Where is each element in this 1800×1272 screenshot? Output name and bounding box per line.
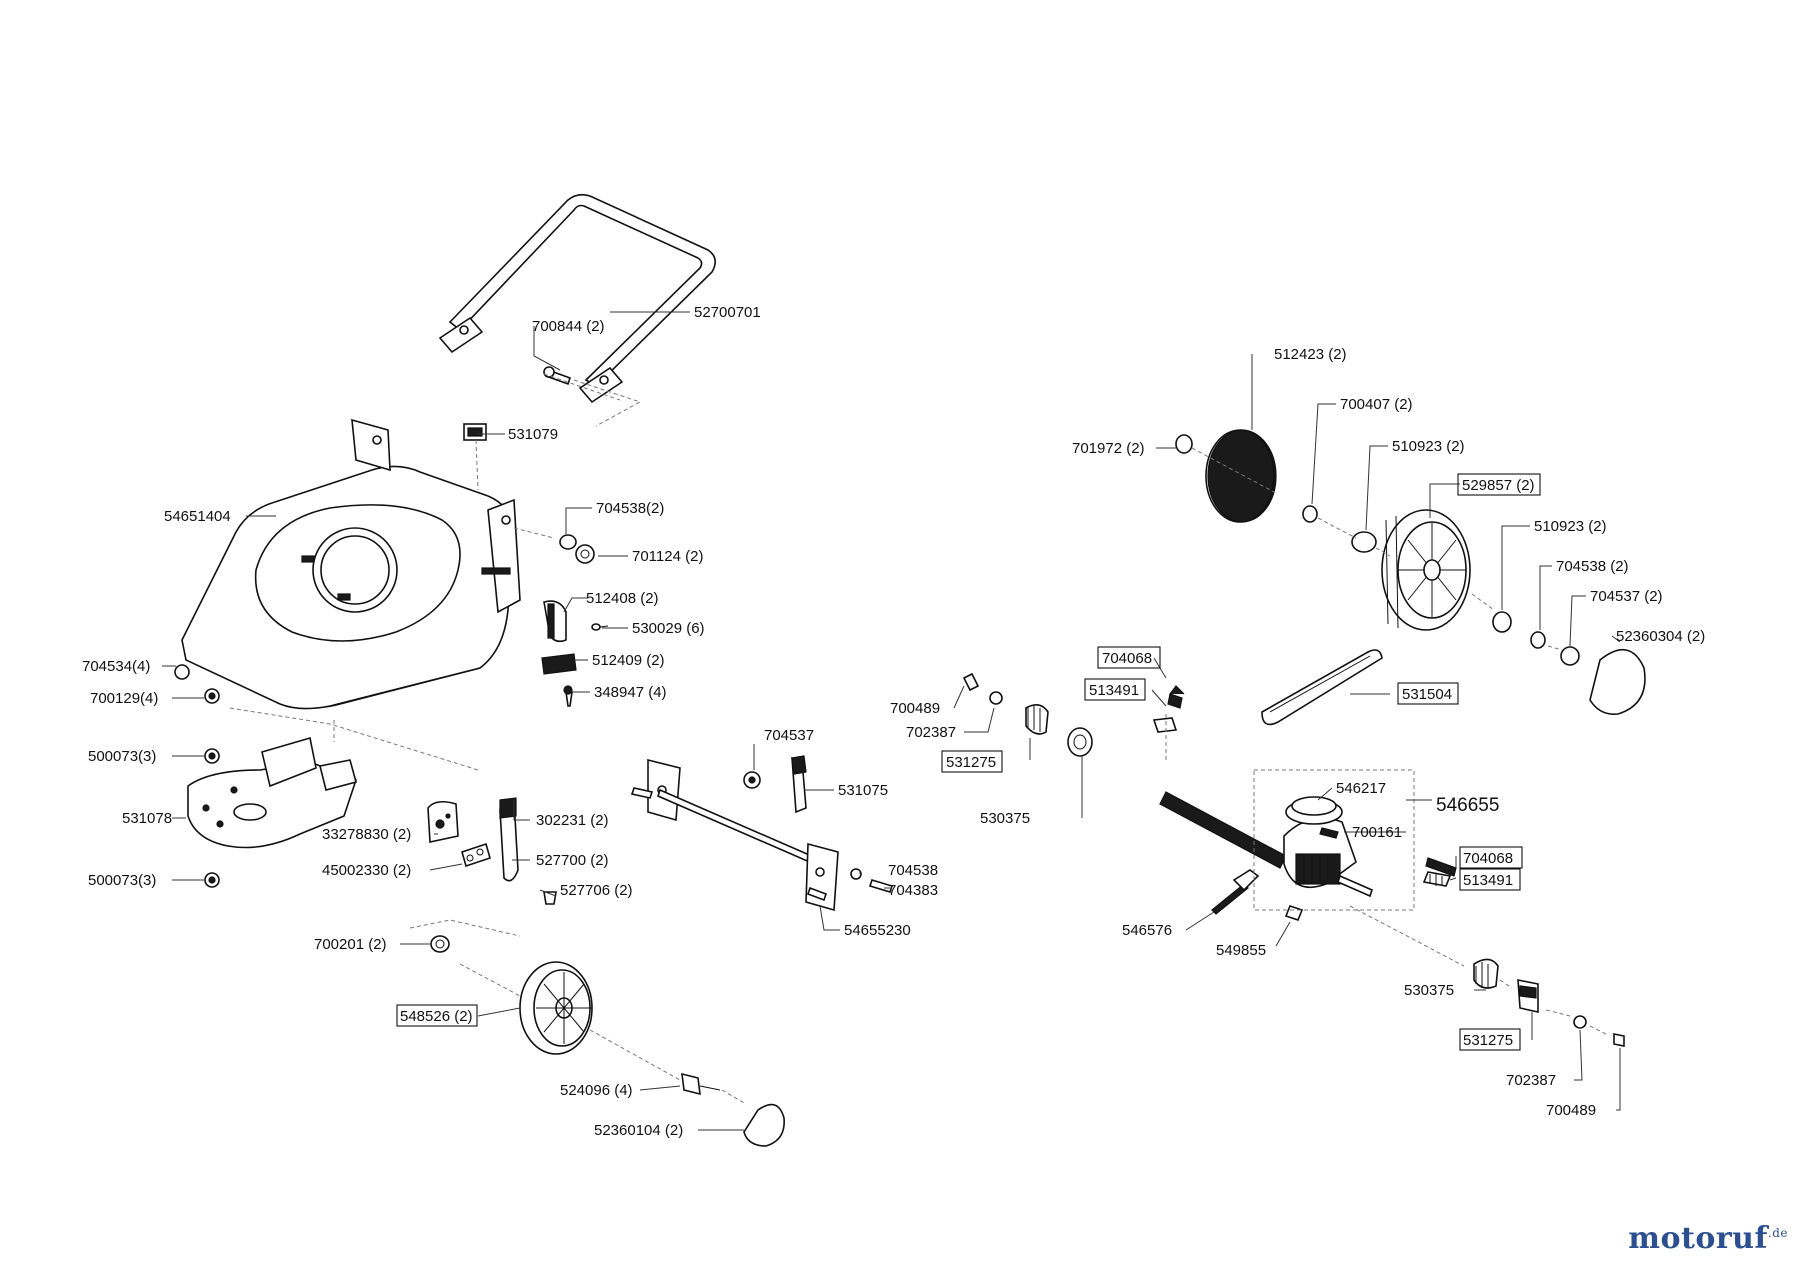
label-boxes <box>396 473 1541 1051</box>
part-labels: 52700701 700844 (2) 531079 54651404 7045… <box>82 304 1705 1139</box>
label-nut-704537-mid: 704537 <box>764 727 814 744</box>
label-key-700161: 700161 <box>1352 824 1402 841</box>
handle-drawing <box>438 193 716 404</box>
label-washer-704538-right: 704538 (2) <box>1556 558 1629 575</box>
label-hubcap-front: 52360104 (2) <box>594 1122 683 1139</box>
label-washer-704534: 704534(4) <box>82 658 150 675</box>
mid-axle-drawing <box>630 755 894 912</box>
label-key-704068-top: 704068 <box>1102 650 1152 667</box>
belt-drawing <box>1261 649 1383 726</box>
label-plate-45002330: 45002330 (2) <box>322 862 411 879</box>
label-bracket-531075: 531075 <box>838 782 888 799</box>
label-bearing-700201: 700201 (2) <box>314 936 387 953</box>
label-nut-500073-top: 500073(3) <box>88 748 156 765</box>
drive-assembly-drawing <box>962 672 1625 1047</box>
label-bushing-510923-b: 510923 (2) <box>1534 518 1607 535</box>
label-bushing-510923-a: 510923 (2) <box>1392 438 1465 455</box>
label-part-549855: 549855 <box>1216 942 1266 959</box>
label-pulley-546217: 546217 <box>1336 780 1386 797</box>
label-clutch-530375-left: 530375 <box>980 810 1030 827</box>
label-washer-700407: 700407 (2) <box>1340 396 1413 413</box>
label-disc-512423: 512423 (2) <box>1274 346 1347 363</box>
label-clip-700489-right: 700489 <box>1546 1102 1596 1119</box>
label-pinion-531275-right: 531275 <box>1463 1032 1513 1049</box>
label-part-512409: 512409 (2) <box>592 652 665 669</box>
label-key-704068-right: 704068 <box>1463 850 1513 867</box>
logo-main: motoruf <box>1628 1221 1768 1256</box>
left-small-nuts <box>174 664 220 888</box>
label-bolt-704383: 704383 <box>888 882 938 899</box>
label-gearbox-546655: 546655 <box>1436 795 1499 816</box>
height-levers <box>427 797 557 905</box>
label-front-wheel: 548526 (2) <box>400 1008 473 1025</box>
front-wheel-drawing <box>430 935 785 1147</box>
label-screw-348947: 348947 (4) <box>594 684 667 701</box>
label-chute: 531078 <box>122 810 172 827</box>
label-deck: 54651404 <box>164 508 231 525</box>
label-nut-500073-bottom: 500073(3) <box>88 872 156 889</box>
label-axle-54655230: 54655230 <box>844 922 911 939</box>
label-rear-wheel: 529857 (2) <box>1462 477 1535 494</box>
label-clip-700489-left: 700489 <box>890 700 940 717</box>
rear-wheel-group-drawing <box>1175 429 1646 716</box>
label-nut-701124: 701124 (2) <box>632 548 703 565</box>
label-washer-704538-left: 704538(2) <box>596 500 664 517</box>
label-axle-bolt-524096: 524096 (4) <box>560 1082 633 1099</box>
label-rod-546576: 546576 <box>1122 922 1172 939</box>
motoruf-logo: motoruf.de <box>1628 1221 1788 1256</box>
chute-drawing <box>187 736 357 849</box>
label-lever-33278830: 33278830 (2) <box>322 826 411 843</box>
deck-drawing <box>181 418 521 710</box>
label-washer-702387-right: 702387 <box>1506 1072 1556 1089</box>
label-handle: 52700701 <box>694 304 761 321</box>
label-cable-clip: 531079 <box>508 426 558 443</box>
label-belt-531504: 531504 <box>1402 686 1452 703</box>
label-spring-513491-right: 513491 <box>1463 872 1513 889</box>
label-screw-527706: 527706 (2) <box>560 882 633 899</box>
label-handle-bolt: 700844 (2) <box>532 318 605 335</box>
label-lever-302231: 302231 (2) <box>536 812 609 829</box>
label-washer-704538-mid: 704538 <box>888 862 938 879</box>
label-washer-701972: 701972 (2) <box>1072 440 1145 457</box>
label-washer-702387-left: 702387 <box>906 724 956 741</box>
label-clutch-530375-right: 530375 <box>1404 982 1454 999</box>
label-nut-704537-right: 704537 (2) <box>1590 588 1663 605</box>
label-pinion-531275-left: 531275 <box>946 754 996 771</box>
logo-suffix: .de <box>1767 1226 1788 1240</box>
leader-lines <box>162 311 1621 1131</box>
label-part-527700: 527700 (2) <box>536 852 609 869</box>
label-spring-513491-top: 513491 <box>1089 682 1139 699</box>
label-nut-700129: 700129(4) <box>90 690 158 707</box>
deck-hardware <box>541 534 609 707</box>
label-part-512408: 512408 (2) <box>586 590 659 607</box>
label-hubcap-rear: 52360304 (2) <box>1616 628 1705 645</box>
label-screw-530029: 530029 (6) <box>632 620 705 637</box>
